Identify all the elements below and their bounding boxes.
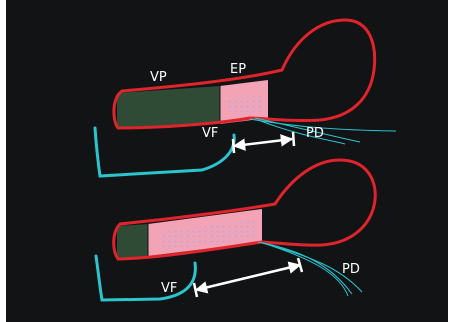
- panel-background: [6, 0, 448, 322]
- top-label-vf: VF: [202, 126, 218, 141]
- top-label-ep: EP: [230, 62, 246, 77]
- bottom-vp-region: [117, 224, 148, 258]
- bottom-label-pd: PD: [342, 262, 360, 277]
- top-label-pd: PD: [306, 126, 324, 141]
- bottom-label-vf: VF: [161, 281, 177, 296]
- top-arrow-tick-left: [233, 139, 234, 153]
- top-vp-region: [117, 86, 220, 127]
- top-arrow-tick-right: [293, 132, 294, 146]
- top-label-vp: VP: [150, 70, 167, 85]
